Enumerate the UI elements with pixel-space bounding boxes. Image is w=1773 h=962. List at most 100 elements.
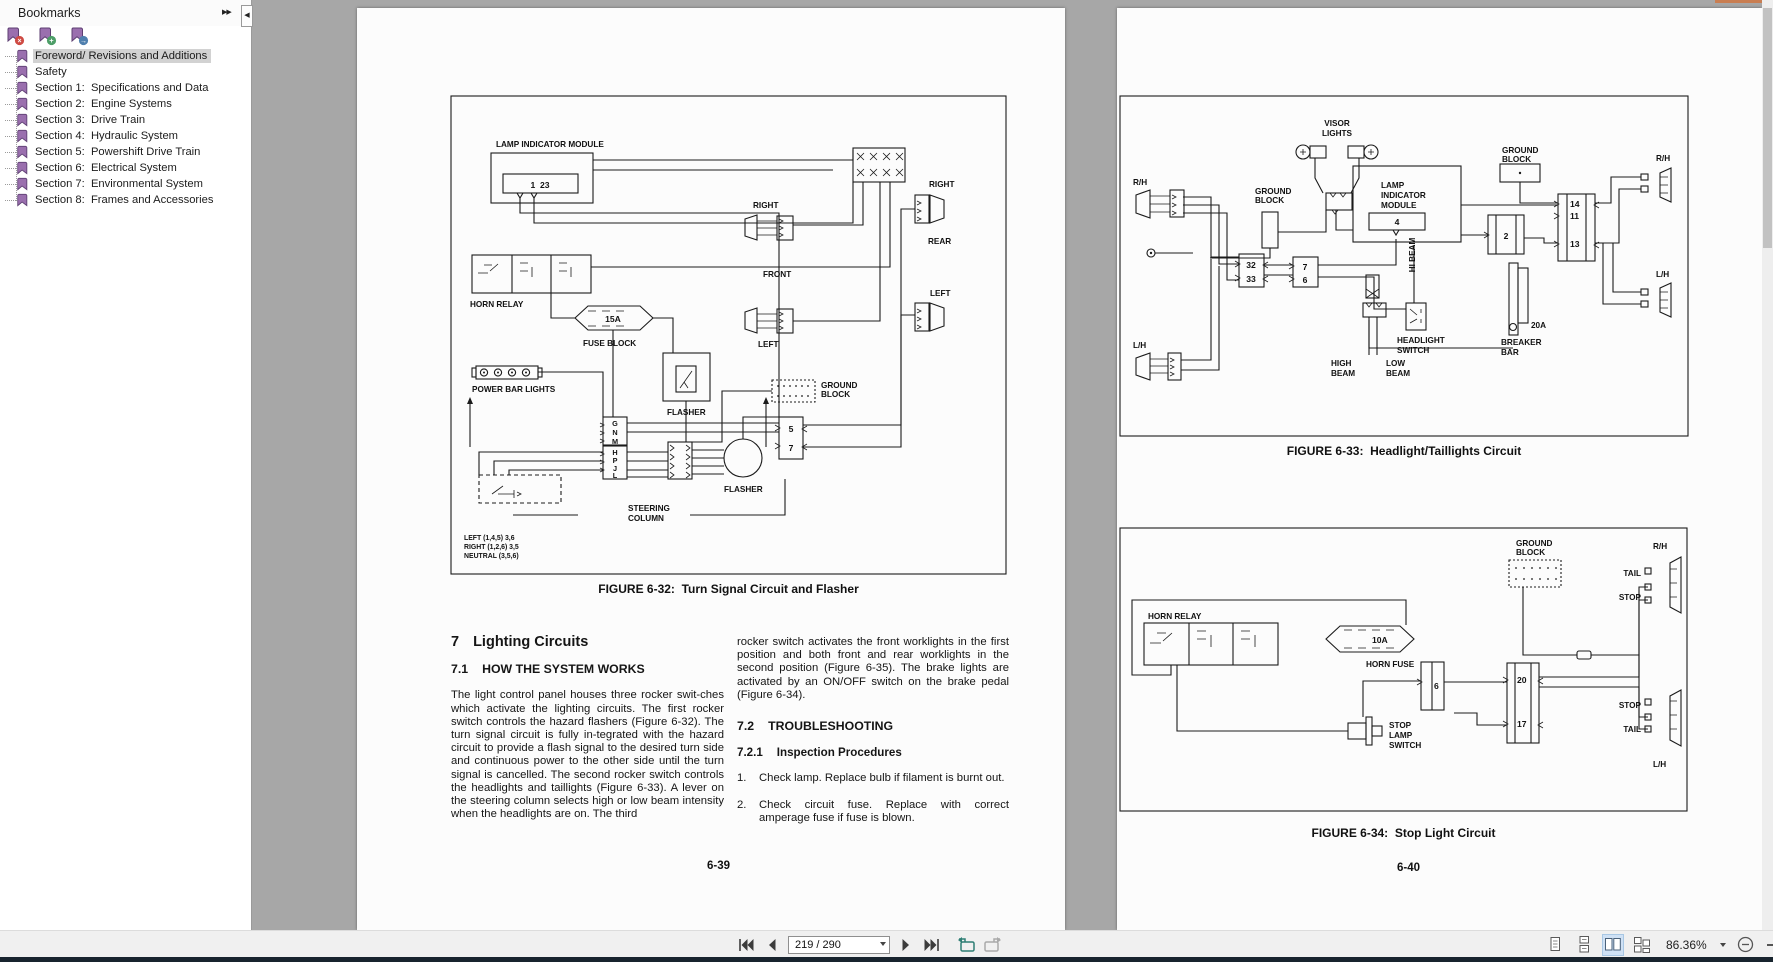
label-ground-right-1: GROUND (1502, 146, 1538, 155)
label-high-1: HIGH (1331, 359, 1352, 368)
continuous-scroll-view-button[interactable] (1573, 934, 1595, 956)
label-low-2: BEAM (1386, 369, 1410, 378)
page-number-input[interactable] (788, 936, 890, 954)
label-stop-lamp-switch-3: SWITCH (1389, 741, 1421, 750)
previous-view-button[interactable] (956, 935, 976, 955)
bookmarks-panel-title: Bookmarks (18, 6, 81, 20)
bookmark-flag-icon (17, 97, 28, 111)
page-number-field-wrap (788, 935, 890, 954)
label-lh-rear: L/H (1656, 270, 1669, 279)
label-rh-front: R/H (1133, 178, 1147, 187)
pin-33: 33 (1246, 274, 1256, 284)
paragraph-1: The light control panel houses three roc… (451, 689, 724, 821)
page-6-39: LAMP INDICATOR MODULE 1 23 HORN RELAY 15… (357, 8, 1065, 930)
previous-page-button[interactable] (762, 935, 782, 955)
vertical-scrollbar[interactable] (1762, 0, 1773, 930)
module-pin-numbers: 1 23 (530, 180, 549, 190)
bookmark-item[interactable]: Section 7: Environmental System (0, 176, 251, 192)
window-bottom-edge (0, 957, 1773, 962)
label-steering-2: COLUMN (628, 514, 664, 523)
label-lamp-indicator-module: LAMP INDICATOR MODULE (496, 140, 604, 149)
text-column-right: rocker switch activates the front workli… (737, 636, 1009, 825)
next-view-button[interactable] (982, 935, 1002, 955)
pin-5: 5 (789, 424, 794, 434)
label-high-2: BEAM (1331, 369, 1355, 378)
goto-bookmark-icon[interactable]: → (70, 27, 89, 46)
svg-text:+: + (49, 36, 54, 45)
add-bookmark-icon[interactable]: + (38, 27, 57, 46)
bookmark-item[interactable]: Section 1: Specifications and Data (0, 80, 251, 96)
label-visor-2: LIGHTS (1322, 129, 1353, 138)
page-number-6-40: 6-40 (1397, 862, 1421, 874)
bookmark-item[interactable]: Section 8: Frames and Accessories (0, 192, 251, 208)
bookmarks-options-icon[interactable]: ▶▶ (222, 9, 232, 16)
note-left: LEFT (1,4,5) 3,6 (464, 535, 515, 542)
bookmarks-list: Foreword/ Revisions and Additions Safety… (0, 48, 251, 208)
last-page-button[interactable] (922, 935, 942, 955)
bookmark-item[interactable]: Section 6: Electrical System (0, 160, 251, 176)
stop-light-circuit-diagram: HORN RELAY 10A HORN FUSE STOP LAMP SWITC (1119, 527, 1688, 812)
bookmark-flag-icon (17, 145, 28, 159)
bookmark-item[interactable]: Foreword/ Revisions and Additions (0, 48, 251, 64)
pin-7: 7 (1303, 262, 1308, 272)
note-right: RIGHT (1,2,6) 3,5 (464, 544, 519, 551)
label-breaker-2: BAR (1501, 348, 1519, 357)
zoom-dropdown-icon[interactable] (1719, 942, 1726, 947)
zoom-level-value[interactable]: 86.36% (1666, 937, 1707, 952)
bookmark-item[interactable]: Section 4: Hydraulic System (0, 128, 251, 144)
bookmark-flag-icon (17, 65, 28, 79)
label-stop-rh: STOP (1619, 593, 1642, 602)
bookmark-item[interactable]: Section 3: Drive Train (0, 112, 251, 128)
label-lh: L/H (1653, 760, 1666, 769)
bookmark-item[interactable]: Safety (0, 64, 251, 80)
next-page-button[interactable] (896, 935, 916, 955)
bookmark-item[interactable]: Section 5: Powershift Drive Train (0, 144, 251, 160)
pin-14: 14 (1570, 199, 1580, 209)
figure-6-33-caption: FIGURE 6-33: Headlight/Taillights Circui… (1286, 444, 1522, 458)
label-front-left: LEFT (758, 340, 778, 349)
note-neutral: NEUTRAL (3,5,6) (464, 553, 519, 560)
label-rh-rear: R/H (1656, 154, 1670, 163)
label-front: FRONT (763, 270, 791, 279)
two-page-view-button[interactable] (1602, 933, 1624, 956)
label-steering-1: STEERING (628, 504, 670, 513)
zoom-out-button[interactable] (1737, 936, 1754, 953)
pin-m: M (612, 437, 618, 446)
single-page-view-button[interactable] (1544, 934, 1566, 956)
label-flasher-switch: FLASHER (667, 408, 706, 417)
zoom-slider-track[interactable] (1766, 943, 1773, 946)
delete-bookmark-icon[interactable]: × (6, 27, 25, 46)
pin-n: N (612, 428, 617, 437)
paragraph-2: rocker switch activates the front workli… (737, 636, 1009, 701)
page-field-dropdown-icon[interactable] (880, 942, 886, 946)
label-horn-relay: HORN RELAY (470, 300, 524, 309)
label-stop-lamp-switch-1: STOP (1389, 721, 1412, 730)
collapse-panel-button[interactable]: ◀ (241, 5, 253, 27)
label-module-1: LAMP (1381, 181, 1405, 190)
label-fuse-15a: 15A (605, 314, 621, 324)
label-ground-block-2: BLOCK (821, 390, 850, 399)
bookmark-flag-icon (17, 161, 28, 175)
label-ground-left-2: BLOCK (1255, 196, 1284, 205)
bookmarks-panel: Bookmarks ▶▶ ◀ × + → Foreword/ Revisi (0, 0, 253, 930)
two-page-scroll-view-button[interactable] (1631, 934, 1653, 956)
label-lh-front: L/H (1133, 341, 1146, 350)
first-page-button[interactable] (736, 935, 756, 955)
label-front-right: RIGHT (753, 201, 778, 210)
label-tail-rh: TAIL (1623, 569, 1641, 578)
label-headlight-switch-1: HEADLIGHT (1397, 336, 1445, 345)
bookmarks-panel-header: Bookmarks ▶▶ ◀ (0, 0, 253, 27)
scrollbar-thumb[interactable] (1763, 8, 1772, 248)
figure-6-32: LAMP INDICATOR MODULE 1 23 HORN RELAY 15… (450, 95, 1007, 575)
bookmarks-tree-line (16, 56, 17, 201)
label-stop-lh: STOP (1619, 701, 1642, 710)
inspection-item-1: 1.Check lamp. Replace bulb if filament i… (737, 772, 1005, 785)
bookmark-flag-icon (17, 193, 28, 207)
bookmark-item[interactable]: Section 2: Engine Systems (0, 96, 251, 112)
pin-17: 17 (1517, 719, 1527, 729)
headlight-taillights-circuit-diagram: VISOR LIGHTS R/H L/H (1119, 95, 1689, 437)
